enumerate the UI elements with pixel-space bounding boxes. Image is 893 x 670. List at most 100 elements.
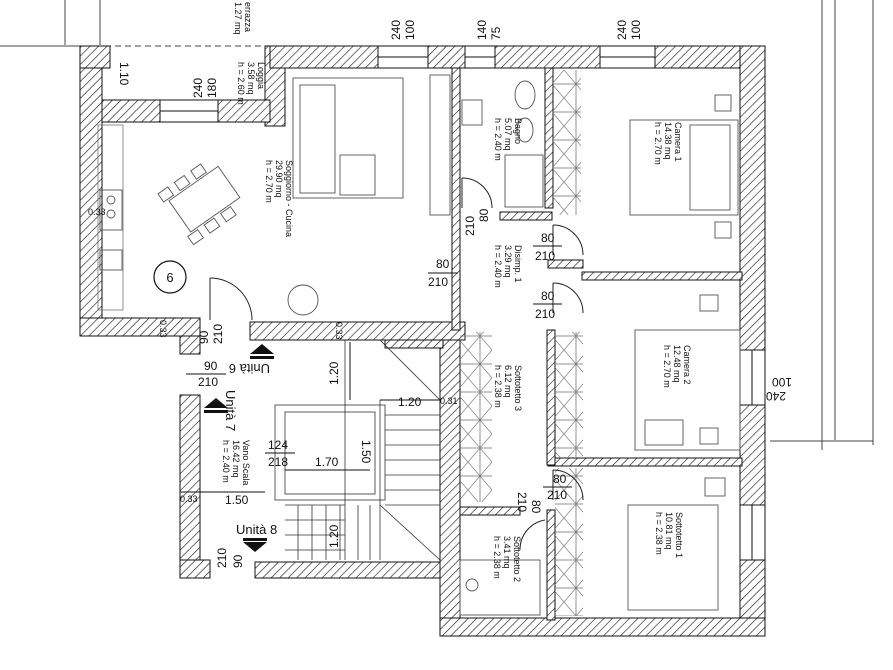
site-lines [0,0,874,450]
svg-text:75: 75 [489,26,503,40]
svg-text:h = 2.38 m: h = 2.38 m [654,512,664,555]
staircase [274,339,441,561]
svg-text:errazza: errazza [243,2,253,32]
svg-text:240: 240 [389,20,403,40]
dim-lift: 124 218 [265,438,295,469]
unit-number-circle [153,260,187,294]
svg-text:210: 210 [428,275,448,289]
svg-text:210: 210 [463,216,477,236]
room-label-disimp: Disimp. 1 3.29 mq h = 2.40 m [493,245,523,288]
svg-text:h = 2.60 m: h = 2.60 m [236,62,246,105]
attic-zones [97,70,583,616]
dim-sottotetto1-door: 80 210 [543,472,572,502]
svg-text:6.12 mq: 6.12 mq [503,365,513,398]
dim-entry-8: 210 90 [215,548,245,568]
svg-text:218: 218 [268,455,288,469]
room-label-bagno: Bagno 5.07 mq h = 2.40 m [493,118,523,161]
svg-text:210: 210 [198,375,218,389]
svg-text:80: 80 [477,208,491,222]
room-label-terrazza: errazza 1.27 mq [233,2,253,35]
svg-text:16.42 mq: 16.42 mq [231,440,241,478]
svg-text:Camera 2: Camera 2 [682,345,692,385]
room-label-sottotetto2: Sottotetto 2 3.41 mq h = 2.38 m [492,536,522,582]
svg-text:100: 100 [629,20,643,40]
room-label-sottotetto1: Sottotetto 1 10.81 mq h = 2.38 m [654,512,684,558]
svg-text:80: 80 [541,289,555,303]
unit-label-7: Unità 7 [223,390,238,431]
svg-text:240: 240 [766,389,786,403]
svg-text:Camera 1: Camera 1 [673,122,683,162]
dim-sottotetto2-door: 80 210 [515,492,543,514]
dim-camera1-door: 80 210 [533,231,562,263]
svg-text:h = 2.40 m: h = 2.40 m [493,245,503,288]
svg-text:1.70: 1.70 [315,455,339,469]
svg-text:Disimp. 1: Disimp. 1 [513,245,523,283]
svg-text:Loggia: Loggia [256,62,266,89]
svg-text:80: 80 [553,472,567,486]
svg-text:180: 180 [205,78,219,98]
svg-text:210: 210 [535,307,555,321]
svg-text:240: 240 [191,78,205,98]
dim-loggia-window: 240 180 [191,78,219,98]
svg-text:210: 210 [535,249,555,263]
dim-loggia-depth: 1.10 [117,62,131,86]
svg-text:90: 90 [231,554,245,568]
svg-text:3.29 mq: 3.29 mq [503,245,513,278]
windows [159,45,766,561]
svg-text:140: 140 [475,20,489,40]
svg-text:29.90 mq: 29.90 mq [274,160,284,198]
svg-text:240: 240 [615,20,629,40]
svg-text:210: 210 [211,324,225,344]
dim-camera2-window: 240 100 [766,375,792,403]
svg-text:90: 90 [204,359,218,373]
svg-text:Soggiorno - Cucina: Soggiorno - Cucina [284,160,294,237]
dim-entry-6b: 90 210 [186,359,226,389]
svg-text:90: 90 [197,330,211,344]
svg-text:3.41 mq: 3.41 mq [502,536,512,569]
svg-text:Vano Scala: Vano Scala [241,440,251,485]
svg-text:1.50: 1.50 [359,440,373,464]
room-label-soggiorno: Soggiorno - Cucina 29.90 mq h = 2.70 m [264,160,294,237]
svg-text:Sottotetto 3: Sottotetto 3 [513,365,523,411]
svg-text:0.33: 0.33 [180,494,198,504]
svg-text:10.81 mq: 10.81 mq [664,512,674,550]
svg-text:14.38 mq: 14.38 mq [663,122,673,160]
svg-text:Sottotetto 1: Sottotetto 1 [674,512,684,558]
entry-markers [204,344,274,552]
furniture [99,74,741,616]
dim-top-window-1: 240 100 [389,20,417,40]
svg-text:h = 2.40 m: h = 2.40 m [221,440,231,483]
svg-text:210: 210 [547,488,567,502]
room-label-camera2: Camera 2 12.48 mq h = 2.70 m [662,345,692,388]
svg-text:Sottotetto 2: Sottotetto 2 [512,536,522,582]
dim-soggiorno-door: 80 210 [428,257,458,289]
dim-camera2-door: 80 210 [533,289,562,321]
svg-text:0.33: 0.33 [158,320,168,338]
svg-text:h = 2.70 m: h = 2.70 m [653,122,663,165]
svg-text:210: 210 [215,548,229,568]
room-label-sottotetto3: Sottotetto 3 6.12 mq h = 2.38 m [493,365,523,411]
svg-text:1.20: 1.20 [327,524,341,548]
dim-entry-6: 90 210 [197,324,225,344]
svg-text:h = 2.38 m: h = 2.38 m [493,365,503,408]
svg-text:0.31: 0.31 [440,396,458,406]
dim-bagno-door: 80 210 [463,208,491,236]
stair-dimensions: 1.20 1.20 1.20 1.50 1.50 1.70 0.33 0.33 … [88,207,458,548]
svg-text:h = 2.70 m: h = 2.70 m [662,345,672,388]
door-swings [209,177,584,551]
svg-text:1.20: 1.20 [398,395,422,409]
svg-text:12.48 mq: 12.48 mq [672,345,682,383]
svg-text:5.07 mq: 5.07 mq [503,118,513,151]
svg-text:210: 210 [515,492,529,512]
svg-text:3.58 mq: 3.58 mq [246,62,256,95]
room-label-loggia: Loggia 3.58 mq h = 2.60 m [236,62,266,105]
svg-text:100: 100 [772,375,792,389]
unit-label-8: Unità 8 [236,522,277,537]
svg-text:124: 124 [268,438,288,452]
unit-number: 6 [166,270,173,285]
svg-text:h = 2.70 m: h = 2.70 m [264,160,274,203]
svg-text:0.33: 0.33 [334,322,344,340]
svg-text:100: 100 [403,20,417,40]
svg-text:h = 2.38 m: h = 2.38 m [492,536,502,579]
